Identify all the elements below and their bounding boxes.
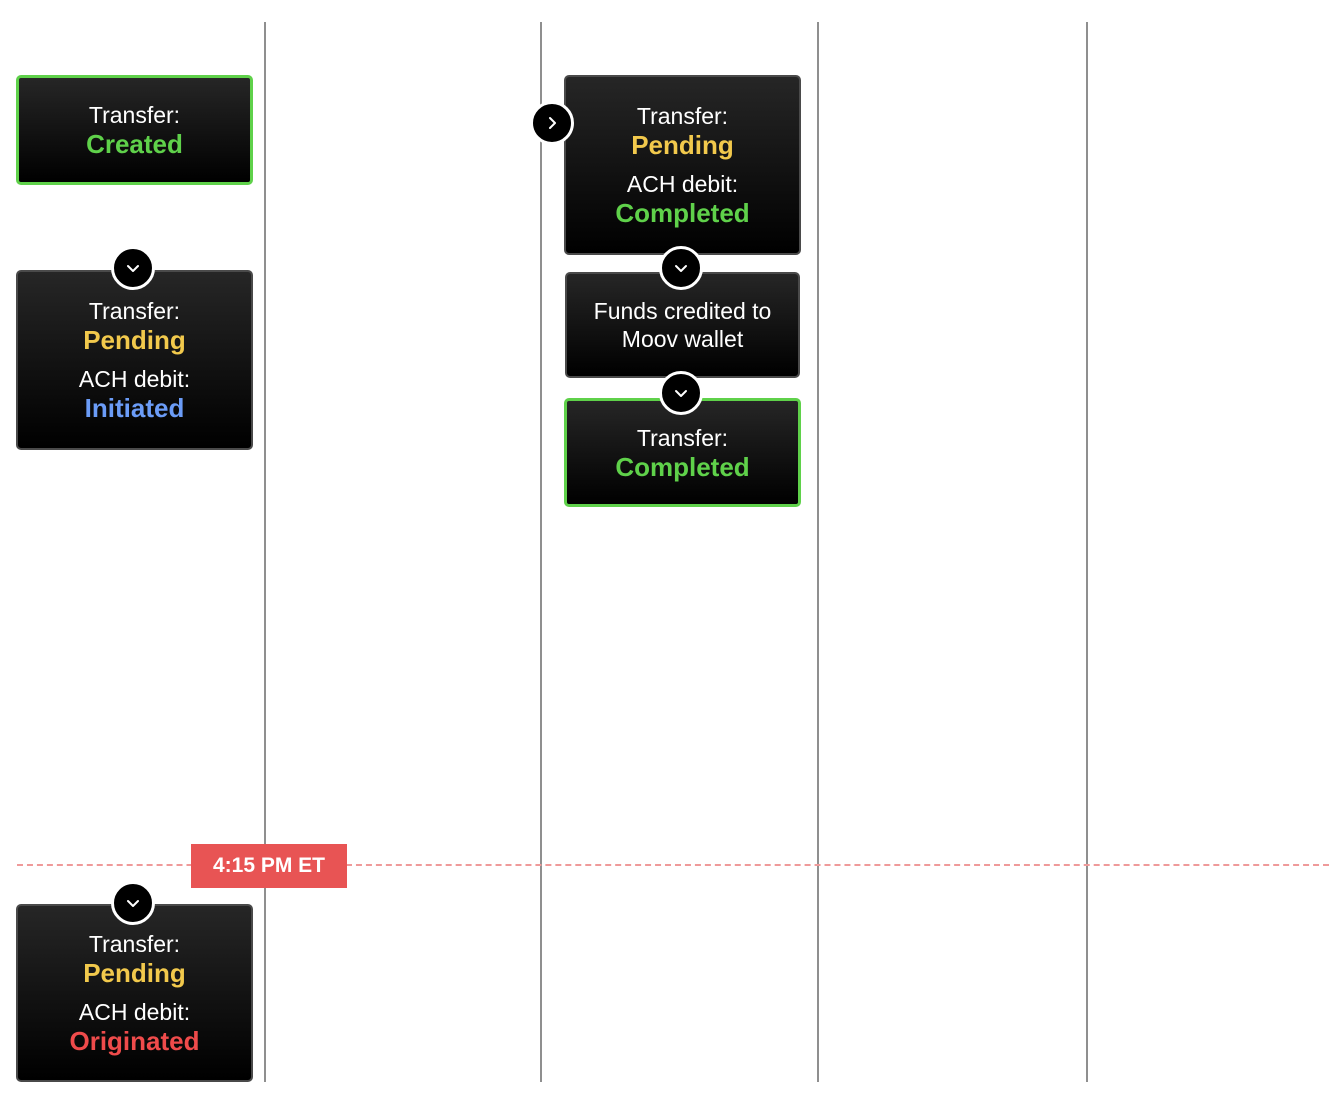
ach-debit-status: Completed (615, 198, 750, 228)
card-transfer-pending-ach-originated: Transfer: Pending ACH debit: Originated (16, 904, 253, 1082)
cutoff-time-label: 4:15 PM ET (191, 844, 347, 888)
ach-debit-label: ACH debit: (78, 366, 191, 392)
column-divider (817, 22, 819, 1082)
funds-line-2: Moov wallet (621, 326, 744, 352)
column-divider (264, 22, 266, 1082)
chevron-down-icon (111, 881, 155, 925)
transfer-label: Transfer: (636, 424, 729, 451)
ach-debit-status: Originated (69, 1026, 200, 1056)
transfer-label: Transfer: (88, 102, 181, 128)
cutoff-line (17, 864, 1329, 866)
card-funds-credited: Funds credited to Moov wallet (565, 272, 800, 378)
card-transfer-pending-ach-initiated: Transfer: Pending ACH debit: Initiated (16, 270, 253, 450)
transfer-label: Transfer: (636, 103, 729, 129)
chevron-right-icon (530, 101, 574, 145)
card-transfer-created: Transfer: Created (16, 75, 253, 185)
column-divider (540, 22, 542, 1082)
chevron-down-icon (659, 371, 703, 415)
transfer-label: Transfer: (88, 931, 181, 957)
transfer-status: Created (86, 129, 183, 159)
transfer-status: Pending (83, 325, 186, 355)
column-divider (1086, 22, 1088, 1082)
transfer-status: Pending (631, 130, 734, 160)
transfer-label: Transfer: (88, 298, 181, 324)
transfer-status: Pending (83, 958, 186, 988)
ach-debit-label: ACH debit: (78, 999, 191, 1025)
card-transfer-pending-ach-completed: Transfer: Pending ACH debit: Completed (564, 75, 801, 255)
funds-line-1: Funds credited to (593, 298, 772, 324)
chevron-down-icon (659, 246, 703, 290)
ach-debit-status: Initiated (84, 393, 185, 423)
chevron-down-icon (111, 246, 155, 290)
transfer-status: Completed (615, 451, 750, 482)
ach-debit-label: ACH debit: (626, 171, 739, 197)
